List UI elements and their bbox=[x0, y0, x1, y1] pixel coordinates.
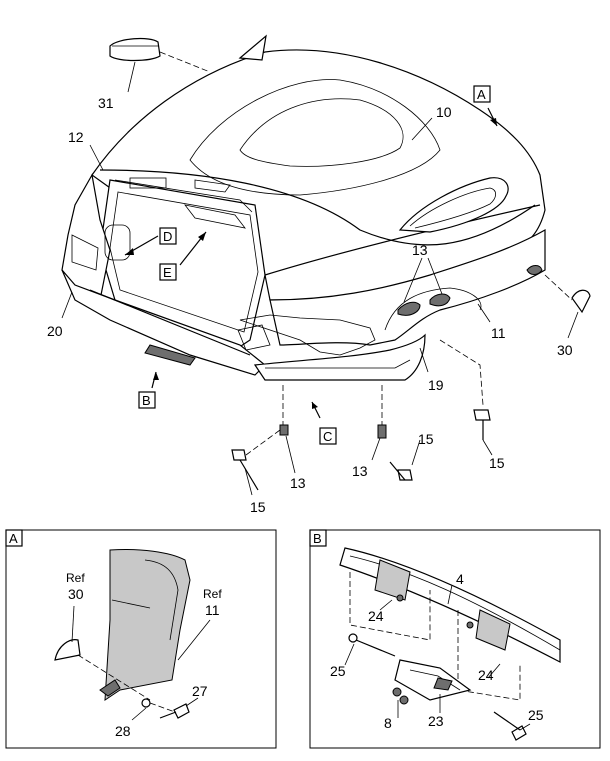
callout-13-left: 13 bbox=[290, 475, 306, 491]
callout-11: 11 bbox=[491, 325, 506, 341]
bolt-15-right bbox=[473, 409, 491, 440]
clip-13-a bbox=[279, 424, 289, 436]
callout-12: 12 bbox=[68, 129, 84, 145]
svg-text:E: E bbox=[163, 265, 172, 280]
nut-8-a bbox=[392, 687, 402, 697]
side-vent bbox=[398, 177, 509, 233]
bolt-25-right bbox=[493, 711, 527, 741]
detail-b-label: B bbox=[313, 531, 322, 546]
view-label-E: E bbox=[159, 263, 177, 281]
callout-15-right: 15 bbox=[489, 455, 505, 471]
callout-8: 8 bbox=[384, 715, 392, 731]
main-hood-view: 31 12 10 13 11 30 20 19 13 13 15 15 15 A… bbox=[47, 34, 591, 515]
callout-30: 30 bbox=[557, 342, 573, 358]
bolt-25-left bbox=[348, 633, 396, 657]
callout-24-right: 24 bbox=[478, 667, 494, 683]
bolt-15-left bbox=[231, 449, 259, 491]
callout-13-mid: 13 bbox=[352, 463, 368, 479]
detail-a-panel: A Ref 30 Ref 11 27 28 bbox=[5, 529, 277, 749]
hood-dome bbox=[189, 79, 441, 196]
view-label-B: B bbox=[138, 391, 156, 409]
nut-8-b bbox=[399, 695, 409, 705]
svg-text:C: C bbox=[323, 429, 332, 444]
callout-15-mid: 15 bbox=[418, 431, 434, 447]
nut-28 bbox=[141, 698, 151, 708]
clip-13-b bbox=[377, 424, 387, 439]
callout-4: 4 bbox=[456, 571, 464, 587]
part-30-cap bbox=[571, 289, 591, 314]
bolt-27 bbox=[159, 703, 190, 719]
callout-31: 31 bbox=[98, 95, 114, 111]
detail-a-label: A bbox=[9, 531, 18, 546]
right-lower-panel bbox=[253, 333, 426, 381]
callout-25-right: 25 bbox=[528, 707, 544, 723]
end-cap-ref-30 bbox=[54, 639, 81, 661]
callout-23: 23 bbox=[428, 713, 444, 729]
svg-text:A: A bbox=[477, 87, 486, 102]
callout-24-left: 24 bbox=[368, 608, 384, 624]
view-label-D: D bbox=[159, 227, 177, 245]
engine-bay bbox=[239, 314, 376, 356]
bumper-bar-4 bbox=[339, 547, 561, 663]
ref-30-number: 30 bbox=[68, 586, 84, 602]
fender-liner bbox=[104, 549, 191, 701]
callout-15-left: 15 bbox=[250, 499, 266, 515]
svg-text:D: D bbox=[163, 229, 172, 244]
callout-25-left: 25 bbox=[330, 663, 346, 679]
part-31-cap bbox=[109, 37, 161, 62]
ref-11-word: Ref bbox=[203, 587, 222, 601]
callout-20: 20 bbox=[47, 323, 63, 339]
view-label-A: A bbox=[473, 85, 491, 103]
callout-19: 19 bbox=[428, 377, 444, 393]
right-fender bbox=[269, 228, 546, 346]
detail-b-panel: B 4 24 2 bbox=[309, 529, 601, 749]
svg-text:B: B bbox=[142, 393, 151, 408]
callout-27: 27 bbox=[192, 683, 208, 699]
ref-30-word: Ref bbox=[66, 571, 85, 585]
ref-11-number: 11 bbox=[205, 602, 220, 618]
bracket-23 bbox=[394, 659, 472, 701]
bolt-15-mid bbox=[389, 461, 413, 481]
callout-28: 28 bbox=[115, 723, 131, 739]
view-label-C: C bbox=[319, 427, 337, 445]
callout-10: 10 bbox=[436, 104, 452, 120]
callout-13-top: 13 bbox=[412, 242, 428, 258]
